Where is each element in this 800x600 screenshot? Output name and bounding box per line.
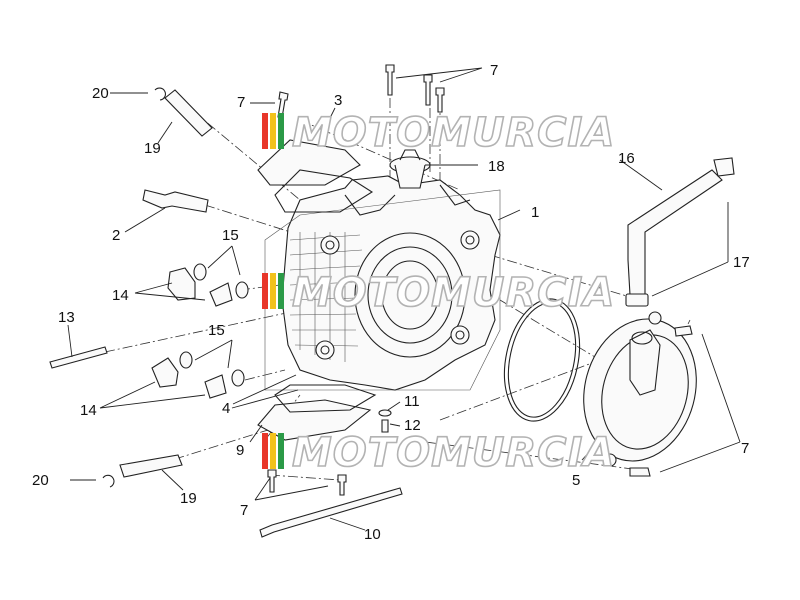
watermark-bottom: MOTOMURCIA	[262, 429, 615, 477]
callout-labels: 20 19 2 15 14 13 15 14 4 9 20 19 7 10 7 …	[32, 62, 750, 543]
watermark-text: MOTOMURCIA	[292, 270, 615, 316]
callout-15-bottom: 15	[208, 322, 225, 339]
watermark-color-bar-red	[262, 113, 268, 149]
callout-14-top: 14	[112, 287, 129, 304]
callout-13: 13	[58, 309, 75, 326]
watermark-color-bar-yellow	[270, 433, 276, 469]
callout-12: 12	[404, 417, 421, 434]
callout-3: 3	[334, 92, 342, 109]
watermark-color-bar-green	[278, 433, 284, 469]
callout-5: 5	[572, 472, 580, 489]
leader-lines	[67, 67, 741, 531]
callout-16: 16	[618, 150, 635, 167]
cylinder-head	[264, 175, 501, 391]
watermark-color-bar-yellow	[270, 113, 276, 149]
callout-7-top: 7	[490, 62, 498, 79]
callout-7-bottom: 7	[240, 502, 248, 519]
lower-cover-gasket	[257, 384, 377, 441]
callout-19-bottom: 19	[180, 490, 197, 507]
watermark-middle: MOTOMURCIA	[262, 269, 615, 317]
callout-7-left: 7	[237, 94, 245, 111]
watermark-color-bar-red	[262, 273, 268, 309]
callout-2: 2	[112, 227, 120, 244]
callout-10: 10	[364, 526, 381, 543]
watermark-color-bar-green	[278, 113, 284, 149]
callout-20-top: 20	[92, 85, 109, 102]
callout-1: 1	[531, 204, 539, 221]
watermark-text: MOTOMURCIA	[292, 430, 615, 476]
watermark-color-bar-green	[278, 273, 284, 309]
callout-19-top: 19	[144, 140, 161, 157]
watermark-color-bar-red	[262, 433, 268, 469]
callout-4: 4	[222, 400, 230, 417]
callout-18: 18	[488, 158, 505, 175]
callout-7-right: 7	[741, 440, 749, 457]
callout-9: 9	[236, 442, 244, 459]
watermark-color-bar-yellow	[270, 273, 276, 309]
coolant-hose	[625, 157, 735, 307]
callout-17: 17	[733, 254, 750, 271]
watermark-text: MOTOMURCIA	[292, 110, 615, 156]
side-cover	[503, 298, 697, 467]
watermark-top: MOTOMURCIA	[262, 109, 615, 157]
top-cover-gasket	[257, 139, 374, 213]
callout-11: 11	[404, 393, 420, 410]
callout-20-bottom: 20	[32, 472, 49, 489]
fasteners	[49, 64, 693, 538]
callout-15-top: 15	[222, 227, 239, 244]
callout-14-bottom: 14	[80, 402, 97, 419]
